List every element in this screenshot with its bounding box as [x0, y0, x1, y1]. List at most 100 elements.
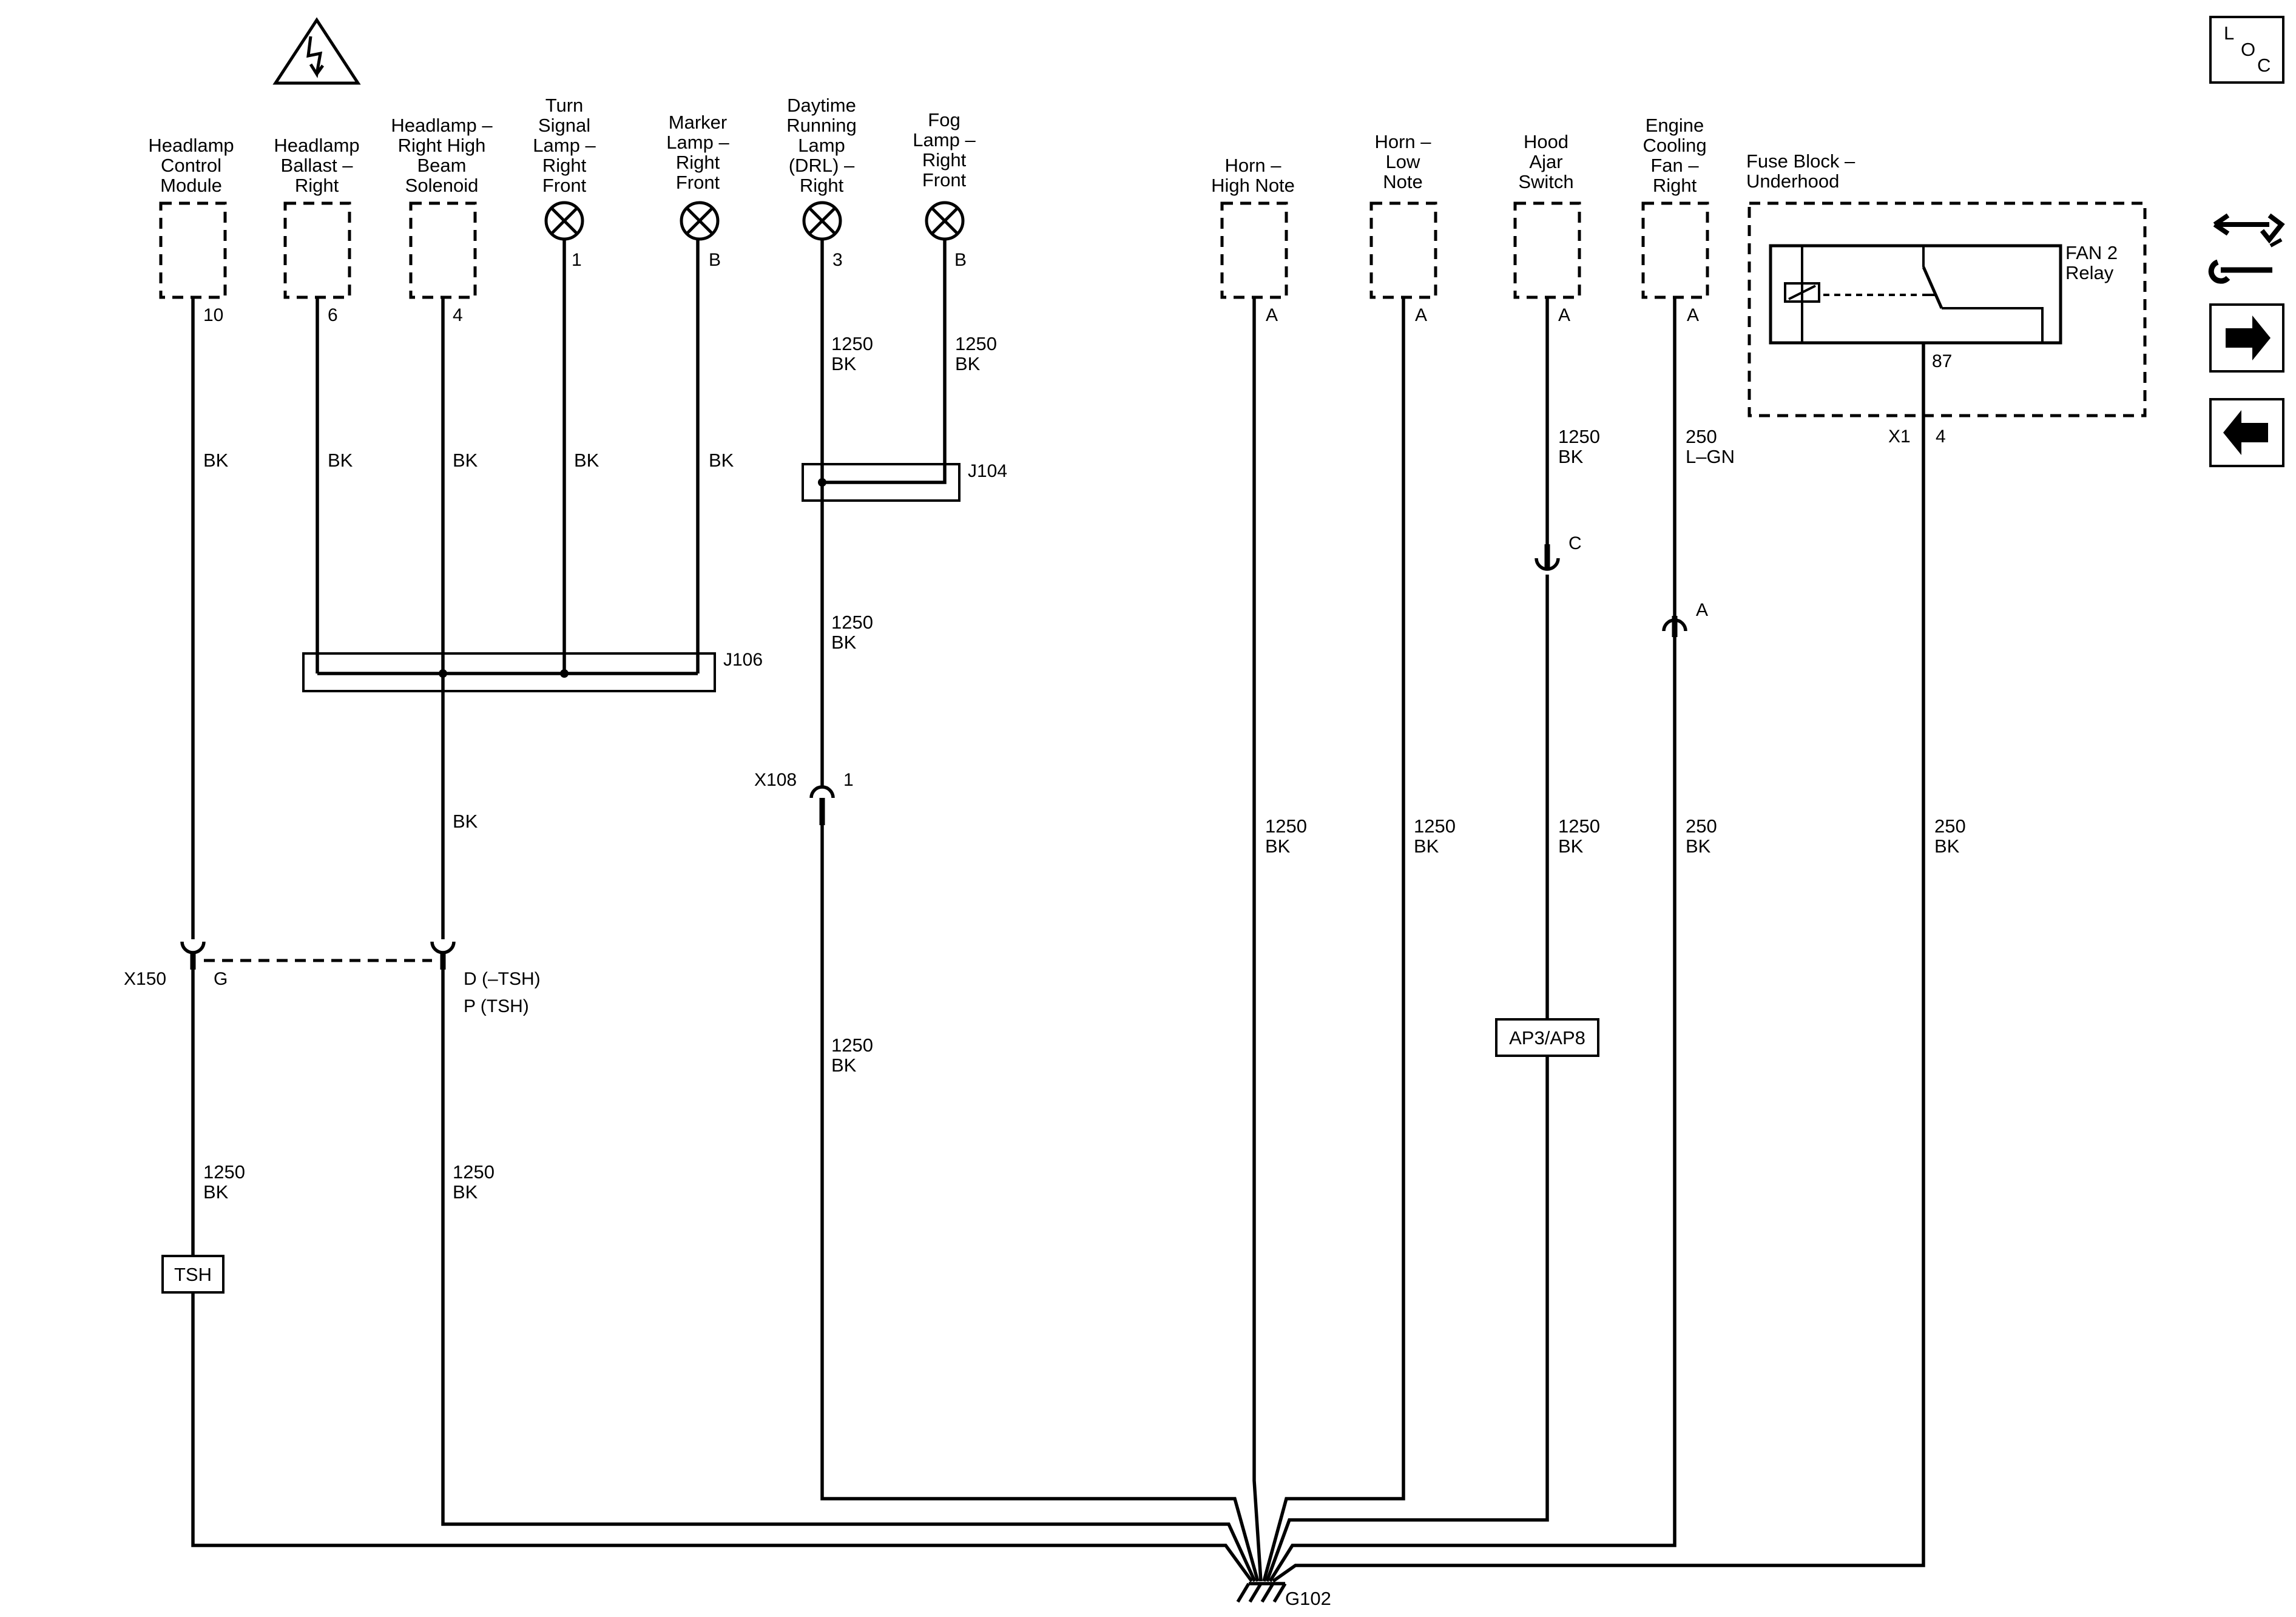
wire-size: 1250: [1414, 815, 1456, 837]
engine-cooling-fan: [1641, 201, 1709, 299]
pin-turn-1: 1: [572, 250, 582, 270]
svg-text:Relay: Relay: [2065, 262, 2114, 283]
connector-hood-c: [1535, 544, 1560, 571]
svg-text:Fan –: Fan –: [1650, 155, 1699, 176]
location-icon[interactable]: L O C: [2209, 16, 2284, 84]
splice-pack-j104: [802, 463, 961, 502]
svg-text:Front: Front: [542, 175, 587, 196]
label-engine-cooling-fan: Engine Cooling Fan – Right: [1643, 115, 1706, 196]
headlamp-control-module: [159, 201, 227, 299]
pin-ballast-6: 6: [328, 305, 338, 325]
splice-pack-j106: [302, 652, 716, 692]
arrow-right-icon[interactable]: [2209, 303, 2284, 373]
label-headlamp-ballast: Headlamp Ballast – Right: [274, 135, 359, 196]
wire-drl-ground: [820, 825, 1260, 1582]
svg-text:Horn –: Horn –: [1224, 155, 1281, 176]
svg-text:Headlamp: Headlamp: [274, 135, 359, 156]
hood-ajar-switch: [1513, 201, 1581, 299]
label-hood-ajar-switch: Hood Ajar Switch: [1518, 131, 1573, 192]
wire-size: 1250: [831, 612, 873, 633]
wire-size: 250: [1686, 815, 1717, 837]
wire-label-bk: BK: [328, 450, 353, 471]
label-fog-lamp: Fog Lamp – Right Front: [913, 109, 976, 191]
x150-pin-g: G: [214, 969, 228, 989]
svg-text:Marker: Marker: [669, 112, 727, 133]
wire-size: 1250: [1265, 815, 1307, 837]
splice-node: [439, 669, 447, 678]
svg-text:O: O: [2241, 39, 2255, 60]
pin-drl-3: 3: [832, 250, 843, 270]
fuse-block-underhood: [1747, 201, 2147, 417]
svg-text:Running: Running: [786, 115, 856, 136]
wire-label-bk: BK: [453, 450, 478, 471]
wire-color: BK: [1558, 836, 1584, 857]
svg-text:Headlamp –: Headlamp –: [391, 115, 493, 136]
label-horn-low-note: Horn – Low Note: [1374, 131, 1431, 192]
svg-text:Right High: Right High: [398, 135, 486, 156]
connector-wrench-icon[interactable]: [2208, 213, 2285, 284]
splice-node: [560, 669, 569, 678]
pin-hcm-10: 10: [203, 305, 223, 325]
svg-text:Control: Control: [161, 155, 221, 176]
x150-pin-d: D (–TSH): [464, 969, 541, 989]
wire-horn-high: [1252, 297, 1263, 1582]
j104-label: J104: [968, 461, 1007, 481]
wire-size: 1250: [955, 333, 997, 354]
svg-text:Beam: Beam: [417, 155, 467, 176]
connector-x150: [180, 941, 456, 970]
svg-text:Lamp: Lamp: [798, 135, 845, 156]
svg-text:AP3/AP8: AP3/AP8: [1509, 1027, 1585, 1048]
label-drl: Daytime Running Lamp (DRL) – Right: [786, 95, 856, 196]
wire-color: BK: [955, 353, 981, 374]
connector-fan-a: [1662, 616, 1687, 637]
svg-text:Switch: Switch: [1518, 171, 1573, 192]
svg-text:High Note: High Note: [1211, 175, 1295, 196]
label-high-beam-solenoid: Headlamp – Right High Beam Solenoid: [391, 115, 493, 196]
svg-text:Cooling: Cooling: [1643, 135, 1706, 156]
wire-hood-ground: [1265, 575, 1549, 1582]
wire-size: 1250: [831, 333, 873, 354]
wire-color: BK: [831, 353, 857, 374]
wire-fog: [822, 239, 947, 484]
wire-size: 1250: [453, 1161, 495, 1183]
j106-label: J106: [723, 650, 763, 670]
pin-fan-a: A: [1687, 305, 1699, 325]
splice-node: [818, 478, 826, 487]
svg-text:Fog: Fog: [928, 109, 960, 130]
wire-color: BK: [1414, 836, 1439, 857]
svg-text:Lamp –: Lamp –: [666, 132, 729, 153]
x150-pin-p: P (TSH): [464, 996, 529, 1016]
arrow-left-icon[interactable]: [2209, 398, 2284, 467]
wire-solenoid-ground: [441, 970, 1257, 1582]
svg-text:Engine: Engine: [1646, 115, 1704, 136]
svg-text:Solenoid: Solenoid: [405, 175, 479, 196]
pin-hood-a: A: [1558, 305, 1570, 325]
fog-lamp-icon: [925, 201, 965, 241]
wire-fan-ground: [1268, 637, 1676, 1582]
pin-marker-b: B: [709, 250, 721, 270]
pin-x1: X1: [1888, 427, 1911, 447]
fan2-relay: FAN 2 Relay: [1769, 242, 2118, 345]
svg-text:G102: G102: [1285, 1588, 1331, 1609]
svg-text:Front: Front: [922, 169, 967, 191]
wire-hcm-ground: [191, 970, 1254, 1582]
wire-color: BK: [1558, 446, 1584, 467]
marker-lamp-icon: [680, 201, 720, 241]
svg-text:FAN 2: FAN 2: [2065, 242, 2118, 263]
ap3-ap8-tag: AP3/AP8: [1495, 1018, 1599, 1057]
wire-label-bk: BK: [453, 811, 478, 832]
high-beam-solenoid: [409, 201, 477, 299]
wire-label-bk: BK: [709, 450, 734, 471]
svg-text:Module: Module: [160, 175, 222, 196]
drl-lamp-icon: [802, 201, 842, 241]
pin-horn-high-a: A: [1266, 305, 1278, 325]
wire-horn-low: [1262, 297, 1405, 1582]
wire-label-bk: BK: [203, 450, 229, 471]
ground-g102: G102: [1236, 1582, 1331, 1609]
label-marker-lamp: Marker Lamp – Right Front: [666, 112, 729, 193]
label-fuse-block: Fuse Block – Underhood: [1746, 150, 1855, 192]
wire-size: 1250: [1558, 426, 1600, 447]
turn-signal-lamp-icon: [544, 201, 584, 241]
tsh-tag: TSH: [161, 1255, 225, 1294]
